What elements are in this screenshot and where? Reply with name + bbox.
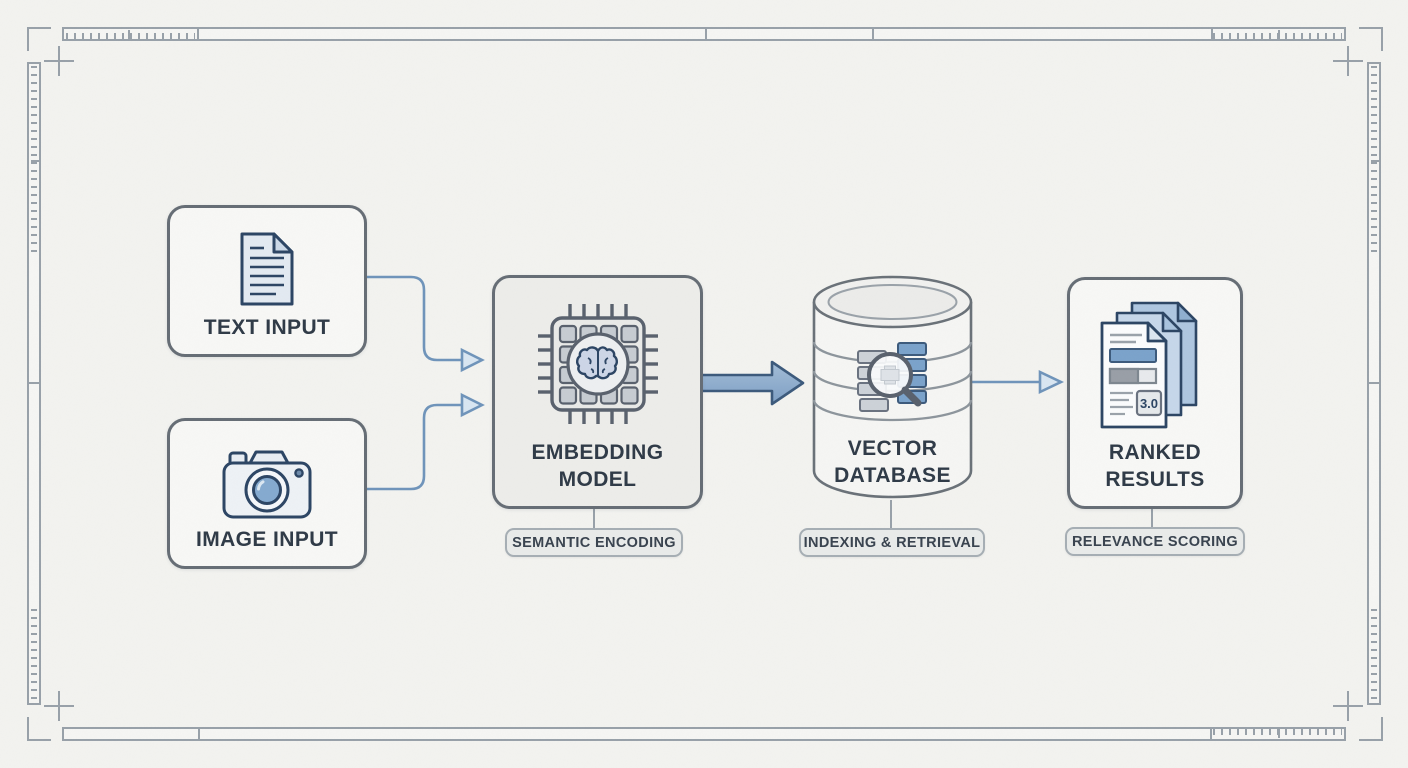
node-label: IMAGE INPUT xyxy=(195,528,339,551)
node-ranked-results: 3.0 RANKED RESULTS xyxy=(1067,277,1243,509)
tag-indexing-retrieval: INDEXING & RETRIEVAL xyxy=(799,528,985,557)
node-vector-database: VECTOR DATABASE xyxy=(812,275,973,502)
node-embedding-model: EMBEDDING MODEL xyxy=(492,275,703,509)
open-arrowhead-icon xyxy=(1038,369,1065,395)
node-label: EMBEDDING MODEL xyxy=(531,441,664,491)
node-label: TEXT INPUT xyxy=(203,316,331,339)
rank-bar-blue xyxy=(1109,347,1157,363)
node-image-input: IMAGE INPUT xyxy=(167,418,367,569)
score-badge-value: 3.0 xyxy=(1140,396,1158,411)
brain-icon xyxy=(575,345,618,379)
tag-semantic-encoding: SEMANTIC ENCODING xyxy=(505,528,683,557)
document-icon xyxy=(237,224,297,314)
tag-relevance-scoring: RELEVANCE SCORING xyxy=(1065,527,1245,556)
open-arrowhead-icon xyxy=(460,392,485,418)
chip-brain-icon xyxy=(536,288,660,439)
camera-icon xyxy=(221,437,313,526)
node-label: VECTOR DATABASE xyxy=(834,437,951,487)
node-text-input: TEXT INPUT xyxy=(167,205,367,357)
edge-image-to-embedding xyxy=(361,392,485,491)
edge-database-to-ranked xyxy=(972,369,1065,395)
open-arrowhead-icon xyxy=(460,347,485,373)
bold-arrow-icon xyxy=(692,360,805,406)
stacked-documents-icon: 3.0 xyxy=(1100,292,1210,439)
database-search-icon xyxy=(857,342,927,412)
node-label: RANKED RESULTS xyxy=(1105,441,1205,491)
score-fill xyxy=(1108,367,1140,384)
edge-text-to-embedding xyxy=(361,275,485,373)
